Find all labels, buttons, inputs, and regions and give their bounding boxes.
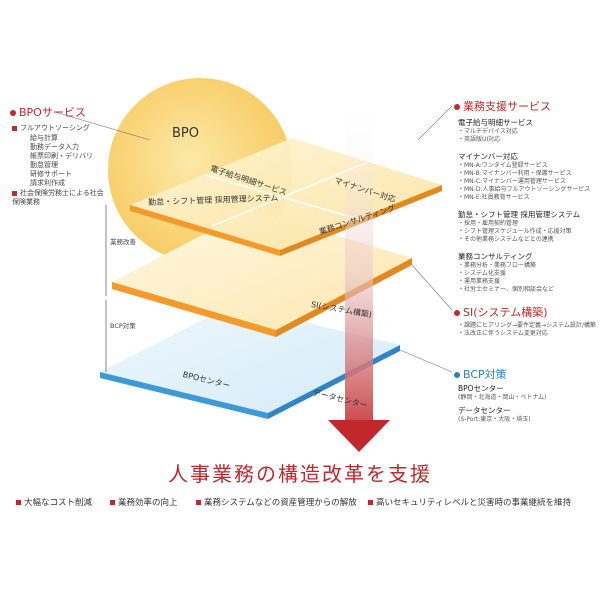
- gyomu-group-title: 電子給与明細サービス: [458, 118, 533, 127]
- bcp-group-title: BPOセンター: [458, 384, 504, 393]
- footer-item-security: 高いセキュリティレベルと災害時の事業継続を維持: [368, 496, 571, 508]
- gyomu-group-item: ・業務分析・業務フロー構築: [458, 262, 537, 269]
- bullet-icon: [454, 104, 460, 110]
- gyomu-group-item: ・MN-D:人事給与フルアウトソーシングサービス: [458, 186, 591, 193]
- bullet-icon: [454, 310, 460, 316]
- gyomu-group-title: 勤怠・シフト管理 採用管理システム: [458, 210, 581, 219]
- arrow-head: [328, 420, 390, 452]
- bpo-circle-label: BPO: [172, 126, 199, 141]
- gyomu-group-item: ・MN-C:マイナンバー運用管理サービス: [458, 178, 566, 185]
- si-item: ・法改正に伴うシステム変更対応: [458, 330, 548, 337]
- si-heading: SI(システム構築): [454, 306, 547, 320]
- bcp-group-detail: (静岡・北海道・岡山・ベトナム): [458, 394, 547, 401]
- gyomu-group-item: ・社労士セミナー、個別相談会など: [458, 286, 554, 293]
- gyomu-group-title: 業務コンサルティング: [458, 252, 533, 261]
- gyomu-group-title: マイナンバー対応: [458, 152, 518, 161]
- gyomu-shien-heading: 業務支援サービス: [454, 100, 551, 114]
- bpo-item-full-outsourcing: フルアウトソーシング: [12, 124, 90, 133]
- gyomu-group-item: ・MN-E:社員教育サービス: [458, 194, 530, 201]
- gyomu-group-item: ・採用・雇用契約管理: [458, 220, 519, 227]
- bcp-group-title: データセンター: [458, 406, 511, 415]
- bullet-icon: [110, 500, 115, 505]
- layer-top-edge: [130, 205, 280, 256]
- bpo-sub-item: 勤怠管理: [30, 161, 58, 169]
- axis-label-bcp: BCP対策: [110, 322, 136, 330]
- bpo-sub-item: 給与計算: [30, 134, 58, 142]
- bpo-sub-item: 帳票印刷・デリバリ: [30, 152, 93, 160]
- gyomu-group-item: ・その他業務システムなどとの連携: [458, 236, 554, 243]
- bullet-icon: [12, 190, 17, 196]
- main-title: 人事業務の構造改革を支援: [168, 462, 432, 486]
- bullet-icon: [12, 125, 17, 131]
- bullet-icon: [10, 110, 16, 116]
- axis-label-improve: 業務改善: [110, 238, 136, 246]
- gyomu-group-item: ・英語版UI対応: [458, 136, 501, 143]
- bcp-group-detail: (S-Port:東京・大阪・埼玉): [458, 416, 531, 423]
- bpo-sub-item: 請求利作成: [30, 179, 65, 187]
- bullet-icon: [368, 500, 373, 505]
- arrow-shaft: [345, 95, 373, 425]
- bpo-item-social-insurance: 社会保険労務士による社会保険業務: [12, 189, 104, 206]
- gyomu-group-item: ・MN-A:ワンタイム登録サービス: [458, 162, 548, 169]
- si-item: ・課題にヒアリング→要件定義→システム設計/構築: [458, 322, 596, 329]
- gyomu-group-item: ・マルチデバイス対応: [458, 128, 518, 135]
- bpo-service-heading: BPOサービス: [10, 106, 86, 120]
- footer-item-asset: 業務システムなどの資産管理からの解放: [196, 496, 357, 508]
- layer-bottom-edge: [100, 372, 268, 419]
- bpo-sub-item: 勤務データ入力: [30, 143, 79, 151]
- bcp-heading: BCP対策: [454, 368, 507, 382]
- footer-item-cost: 大幅なコスト削減: [16, 496, 92, 508]
- gyomu-group-item: ・システム化支援: [458, 270, 506, 277]
- bullet-icon: [454, 372, 460, 378]
- layer-middle: [112, 210, 412, 330]
- bullet-icon: [16, 500, 21, 505]
- layer-bottom: [100, 305, 400, 413]
- gyomu-group-item: ・MN-B:マイナンバー利用・保護サービス: [458, 170, 572, 177]
- layer-middle-edge: [112, 282, 276, 337]
- footer-item-efficiency: 業務効率の向上: [110, 496, 178, 508]
- bpo-sub-item: 研修サポート: [30, 170, 72, 178]
- gyomu-group-item: ・運用業務支援: [458, 278, 501, 285]
- bullet-icon: [196, 500, 201, 505]
- gyomu-group-item: ・シフト管理スケジュール作成・応援対策: [458, 228, 572, 235]
